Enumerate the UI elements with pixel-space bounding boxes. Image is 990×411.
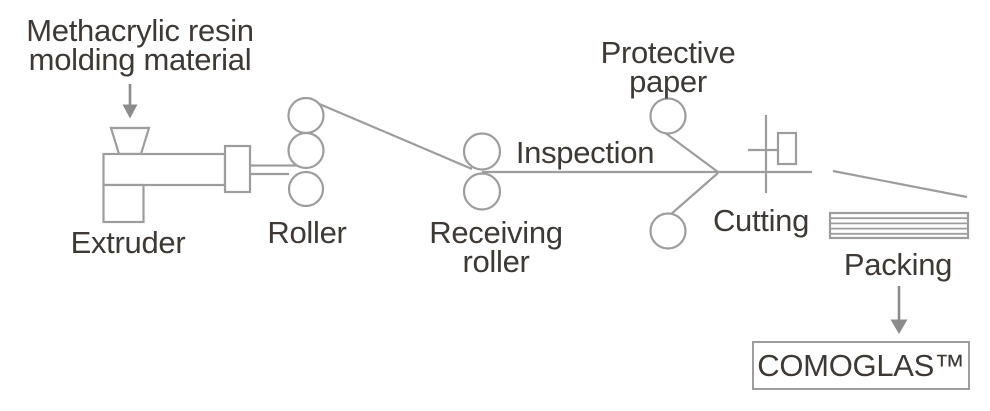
receiving-roller-label: Receiving roller: [429, 215, 563, 279]
cutting-label: Cutting: [712, 203, 810, 238]
down-arrow-icon: [122, 84, 138, 119]
material-label: Methacrylic resin molding material: [26, 13, 254, 77]
receiving-roller-icon: [462, 132, 502, 211]
cut-sheet-line: [832, 169, 968, 199]
cutter-icon: [748, 115, 798, 193]
extruder-leg-shape: [102, 183, 145, 224]
protective-paper-line-top: [663, 131, 719, 173]
extruder-body-shape: [102, 152, 227, 187]
product-name: COMOGLAS™: [757, 347, 965, 383]
protective-paper-line-bottom: [669, 172, 719, 216]
roller-stack-icon: [287, 96, 325, 208]
extruder-label: Extruder: [70, 225, 186, 260]
comoglas-product-box: COMOGLAS™: [752, 341, 970, 390]
roller-label: Roller: [267, 215, 347, 250]
protective-paper-rolls-icon: [649, 97, 687, 250]
down-arrow-icon: [890, 286, 908, 334]
packing-label: Packing: [843, 247, 953, 282]
extruder-die-shape: [223, 144, 252, 194]
protective-paper-label: Protective paper: [600, 35, 736, 99]
inspection-label: Inspection: [515, 135, 655, 170]
hopper-funnel-icon: [109, 126, 151, 156]
sheet-line-diagonal: [309, 98, 473, 171]
sheet-stack-icon: [828, 211, 970, 240]
